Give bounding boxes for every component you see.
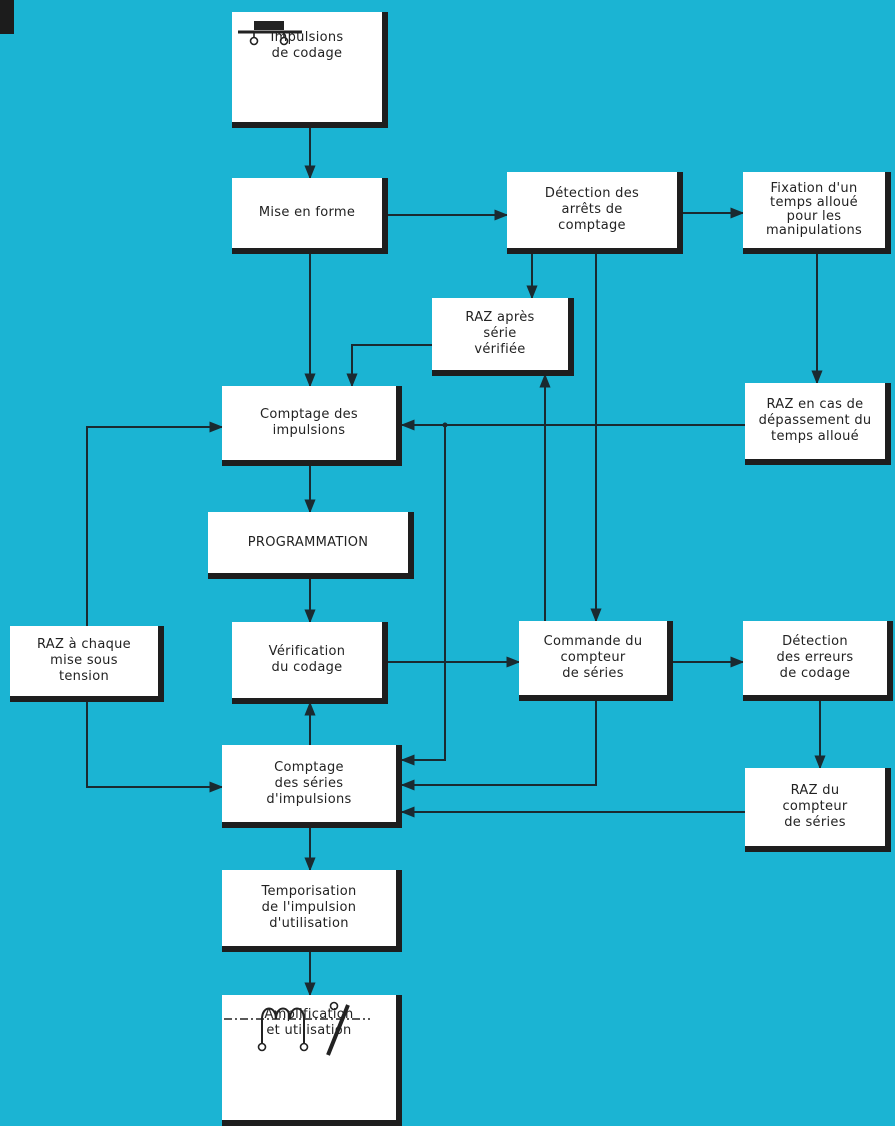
box-impulsions-de-codage: Impulsions de codage (232, 12, 388, 128)
box-label: RAZ du compteur de séries (782, 783, 848, 830)
arrow-branch-to-series (400, 425, 446, 766)
box-raz-depassement: RAZ en cas de dépassement du temps allou… (745, 383, 891, 465)
box-label: Détection des arrêts de comptage (544, 186, 640, 233)
arrow-razchaque-to-comptage (86, 421, 224, 626)
box-label: Fixation d'un temps alloué pour les mani… (765, 181, 863, 238)
box-verification-codage: Vérification du codage (232, 622, 388, 704)
box-comptage-series: Comptage des séries d'impulsions (222, 745, 402, 828)
box-detection-arrets: Détection des arrêts de comptage (507, 172, 683, 254)
arrow-commande-to-series (400, 700, 597, 791)
corner-mark (0, 0, 14, 34)
box-amplification-utilisation: Amplification et utilisation (222, 995, 402, 1126)
box-label: Mise en forme (258, 205, 356, 220)
box-fixation-temps: Fixation d'un temps alloué pour les mani… (743, 172, 891, 254)
box-label: Impulsions de codage (270, 30, 344, 61)
push-button-icon (238, 21, 302, 46)
box-label: PROGRAMMATION (247, 534, 369, 550)
relay-coil-switch-icon (224, 1001, 370, 1056)
box-label: Comptage des impulsions (259, 407, 358, 438)
box-raz-compteur-series: RAZ du compteur de séries (745, 768, 891, 852)
box-label: Commande du compteur de séries (543, 634, 643, 681)
box-label: Temporisation de l'impulsion d'utilisati… (261, 884, 357, 931)
box-label: Comptage des séries d'impulsions (266, 759, 352, 807)
arrow-razchaque-to-series (86, 700, 224, 793)
box-raz-apres-serie: RAZ après série vérifiée (432, 298, 574, 376)
box-label: RAZ en cas de dépassement du temps allou… (758, 397, 872, 444)
box-detection-erreurs: Détection des erreurs de codage (743, 621, 893, 701)
box-comptage-impulsions: Comptage des impulsions (222, 386, 402, 466)
box-raz-chaque-mise-sous-tension: RAZ à chaque mise sous tension (10, 626, 164, 702)
box-commande-compteur: Commande du compteur de séries (519, 621, 673, 701)
box-label: Détection des erreurs de codage (776, 634, 854, 681)
box-temporisation: Temporisation de l'impulsion d'utilisati… (222, 870, 402, 952)
box-label: Vérification du codage (268, 644, 346, 675)
box-label: RAZ à chaque mise sous tension (37, 637, 131, 684)
box-programmation: PROGRAMMATION (208, 512, 414, 579)
box-mise-en-forme: Mise en forme (232, 178, 388, 254)
arrow-razapres-to-comptage (346, 344, 432, 388)
box-label: RAZ après série vérifiée (465, 310, 535, 357)
